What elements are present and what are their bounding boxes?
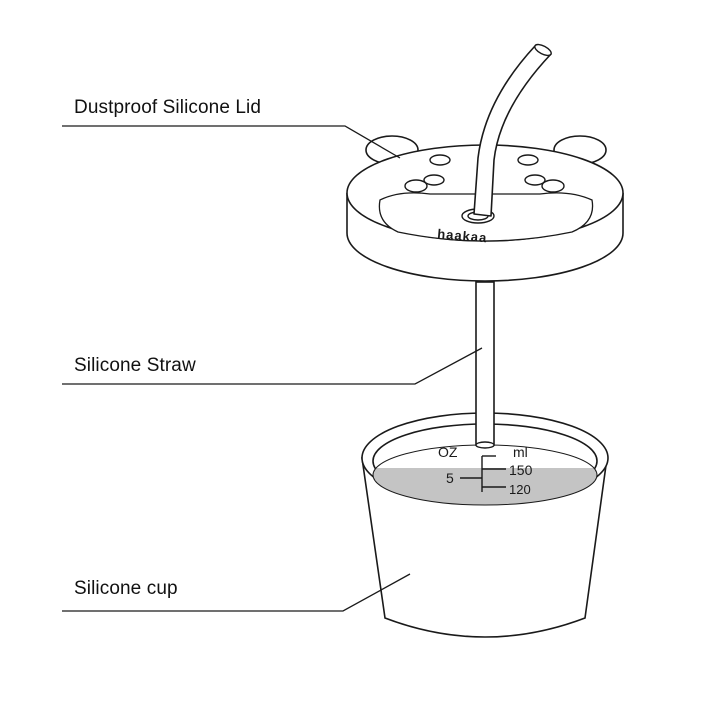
scale-ml-mark-120: 120 (509, 482, 531, 497)
measurement-scale (460, 455, 506, 492)
lid-brand-logo: haakaa (437, 226, 488, 245)
straw-top-segment (473, 43, 552, 217)
straw-leader-line (62, 347, 483, 385)
silicone-straw (475, 281, 495, 449)
left-cheek-icon (404, 179, 428, 193)
leader-lines (62, 125, 483, 612)
right-cheek-icon-2 (541, 179, 565, 193)
straw-label: Silicone Straw (74, 355, 196, 376)
scale-ml-mark-150: 150 (509, 462, 533, 478)
straw-bottom-end (475, 441, 495, 449)
cup-body (361, 457, 608, 638)
cup-label: Silicone cup (74, 578, 178, 599)
scale-oz-unit: OZ (438, 444, 458, 460)
scale-oz-mark: 5 (446, 470, 454, 486)
cup-leader-line (62, 573, 411, 612)
straw-tube (475, 281, 495, 446)
left-cheek-icon-2 (423, 174, 445, 186)
left-eye-icon (429, 154, 451, 166)
straw-top-opening (534, 43, 552, 57)
right-eye-icon (517, 154, 539, 166)
scale-ml-unit: ml (513, 444, 528, 460)
right-cheek-icon (524, 174, 546, 186)
lid-label: Dustproof Silicone Lid (74, 97, 262, 118)
lid-leader-line (62, 125, 401, 159)
